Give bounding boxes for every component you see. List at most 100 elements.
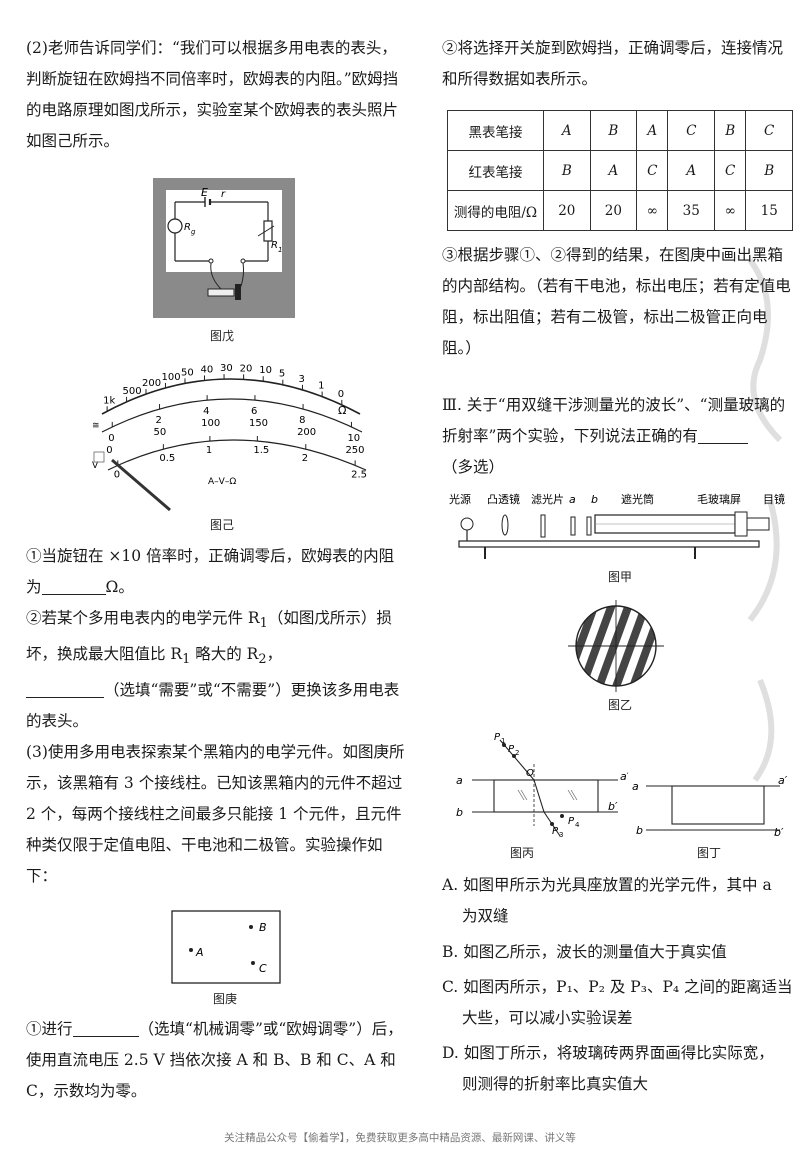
ohm-scale-label: 50 (181, 367, 194, 378)
ohm-scale-label: 5 (279, 369, 285, 380)
table-cell: C (745, 110, 793, 151)
label-p4-sub: 4 (575, 821, 580, 829)
label-light-source: 光源 (449, 492, 471, 506)
scale-50-label: 250 (345, 445, 364, 456)
figure-wu-circuit: E r R g R 1 (153, 178, 295, 318)
part-3-tail: （多选） (442, 458, 505, 476)
table-cell: 15 (745, 190, 793, 231)
zero-adjust-screw (93, 451, 105, 463)
option-a-line-1: A. 如图甲所示为光具座放置的光学元件，其中 a (442, 876, 772, 894)
ohm-scale-label: 10 (259, 365, 272, 376)
answer-blank-3[interactable] (72, 1021, 139, 1037)
figure-jia-optical-bench: 光源 凸透镜 滤光片 a b 遮光筒 毛玻璃屏 目镜 (449, 492, 785, 559)
label-rg-sub: g (191, 228, 196, 236)
figure-wu-caption: 图戊 (210, 329, 235, 343)
left-mark-a: ≅ (92, 421, 100, 431)
label-p1: P (494, 732, 501, 743)
label-b: B (259, 921, 267, 934)
step-1-text-b: （选填“机械调零”或“欧姆调零”）后，使用直流电压 2.5 V 挡依次接 A 和… (26, 1020, 403, 1100)
part-3-question: Ⅲ. 关于“用双缝干涉测量光的波长”、“测量玻璃的折射率”两个实验，下列说法正确… (442, 390, 794, 483)
answer-blank-1[interactable] (41, 579, 106, 595)
figure-geng-caption: 图庚 (213, 992, 238, 1006)
refracted-ray (533, 779, 545, 813)
option-c-line-1: C. 如图丙所示，P₁、P₂ 及 P₃、P₄ 之间的距离适当 (442, 978, 793, 996)
ohm-scale-label: 100 (161, 372, 180, 383)
label-tube: 遮光筒 (621, 492, 654, 506)
answer-blank-4[interactable] (697, 428, 748, 444)
option-c[interactable]: C. 如图丙所示，P₁、P₂ 及 P₃、P₄ 之间的距离适当大些，可以减小实验误… (442, 972, 794, 1034)
label-p3: P (552, 826, 559, 837)
option-d[interactable]: D. 如图丁所示，将玻璃砖两界面画得比实际宽，则测得的折射率比真实值大 (442, 1038, 794, 1100)
label-r: r (221, 189, 226, 200)
eyepiece (746, 517, 770, 531)
label-c: C (259, 962, 267, 975)
volt-scale-label: 2.5 (351, 469, 367, 480)
mid-scale-label: 2 (156, 415, 162, 426)
label-b-prime: b′ (608, 800, 618, 813)
table-head: 红表笔接 (447, 150, 544, 191)
mid-scale-label: 4 (203, 406, 209, 417)
terminal-b (249, 925, 253, 929)
mid-scale-label: 8 (299, 415, 305, 426)
part-3-text: Ⅲ. 关于“用双缝干涉测量光的波长”、“测量玻璃的折射率”两个实验，下列说法正确… (442, 396, 786, 445)
table-cell: 20 (589, 190, 638, 231)
part2-intro: (2)老师告诉同学们：“我们可以根据多用电表的表头，判断旋钮在欧姆挡不同倍率时，… (26, 39, 399, 150)
label-p2-sub: 2 (515, 749, 519, 757)
mid-scale-arc (101, 398, 363, 433)
slit-a (570, 516, 576, 536)
scale-50-label: 0 (106, 445, 112, 456)
table-cell: ∞ (714, 190, 747, 231)
ohm-unit-label: Ω (338, 404, 346, 417)
circuit-panel (166, 190, 282, 272)
test-probe-red (207, 288, 235, 297)
table-cell: C (636, 150, 669, 191)
label-rg: R (184, 222, 191, 233)
sub-3: 2 (258, 652, 267, 668)
label-a-prime: a′ (778, 774, 788, 787)
table-cell: C (667, 110, 716, 151)
ohm-scale-label: 200 (142, 378, 161, 389)
scale-50-label: 200 (297, 427, 316, 438)
ohm-scale-label: 1k (103, 395, 115, 406)
glass-brick-actual (671, 785, 765, 825)
table-cell: ∞ (636, 190, 669, 231)
answer-blank-2[interactable] (26, 682, 104, 699)
table-cell: A (543, 110, 591, 151)
incident-ray (499, 739, 535, 781)
ohm-scale-label: 20 (240, 363, 253, 374)
terminal-a (189, 948, 193, 952)
sub-2: 1 (182, 652, 191, 668)
convex-lens (501, 514, 509, 536)
table-cell: A (667, 150, 716, 191)
question-1-text: ①当旋钮在 ×10 倍率时，正确调零后，欧姆表的内阻为 (26, 547, 395, 596)
meter-pointer (111, 458, 171, 512)
figure-yi-fringes (568, 600, 664, 692)
measurement-table: 黑表笔接 A B A C B C 红表笔接 B A C A C B 测得的电阻/… (447, 110, 793, 231)
label-a: A (195, 946, 204, 959)
question-2: ②若某个多用电表内的电学元件 R1（如图戊所示）损坏，换成最大阻值比 R1 略大… (26, 603, 408, 737)
figure-ding-caption: 图丁 (697, 846, 722, 860)
table-cell: 35 (667, 190, 716, 231)
label-o: O (526, 768, 534, 779)
margin-watermark (747, 258, 783, 782)
filter (540, 514, 546, 538)
table-row-black-probe: 黑表笔接 A B A C B C (447, 110, 793, 151)
label-p3-sub: 3 (559, 831, 563, 839)
option-b[interactable]: B. 如图乙所示，波长的测量值大于真实值 (442, 943, 727, 961)
label-p4: P (568, 816, 575, 827)
table-cell: C (714, 150, 747, 191)
ohm-scale-label: 500 (123, 386, 142, 397)
question-2-text-a: ②若某个多用电表内的电学元件 R (26, 609, 260, 627)
slit-b (586, 516, 592, 536)
label-screen: 毛玻璃屏 (697, 492, 741, 506)
table-row-red-probe: 红表笔接 B A C A C B (447, 150, 793, 191)
label-a: a (632, 780, 639, 793)
label-b: b (591, 493, 598, 506)
table-head: 黑表笔接 (447, 110, 544, 151)
ohm-scale-label: 3 (298, 374, 304, 385)
table-cell: B (745, 150, 793, 191)
table-cell: 20 (543, 190, 591, 231)
